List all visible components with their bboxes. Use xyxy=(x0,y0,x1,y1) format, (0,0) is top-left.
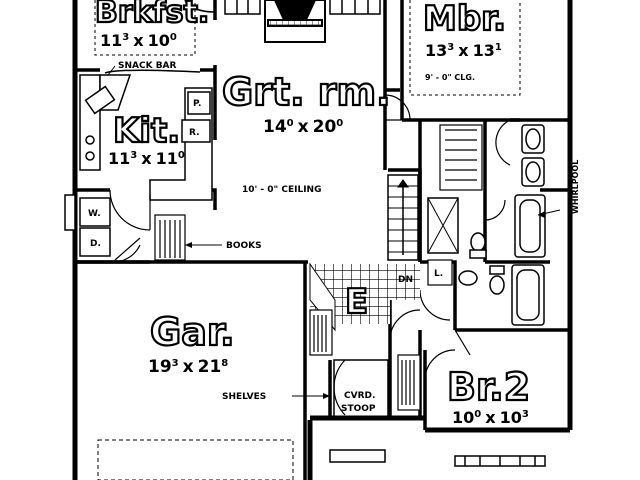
down-label: DN xyxy=(398,275,413,285)
kitchen-counters xyxy=(79,74,213,201)
brkfst-door-arc xyxy=(184,0,216,13)
ceiling-label: 10' - 0" CEILING xyxy=(242,185,321,195)
dryer-label: D. xyxy=(90,239,101,249)
stairs xyxy=(387,174,419,261)
great-room-name: Grt. rm. xyxy=(222,70,391,114)
brkfst-name: Brkfst. xyxy=(95,0,209,30)
entry-name: E xyxy=(345,282,368,322)
stoop-label-2: STOOP xyxy=(341,404,376,414)
ceiling-dashes xyxy=(94,0,521,96)
fireplace xyxy=(264,0,326,43)
hall-bath-fixtures xyxy=(458,264,545,326)
books-label: BOOKS xyxy=(226,241,262,251)
bedroom2-window xyxy=(454,455,546,467)
master-ceiling-label: 9' - 0" CLG. xyxy=(425,73,475,82)
shelves-label: SHELVES xyxy=(222,392,266,402)
laundry xyxy=(64,194,111,257)
great-room-windows xyxy=(224,0,381,15)
stoop-label-1: CVRD. xyxy=(344,391,375,401)
doors xyxy=(109,94,511,416)
kitchen-name: Kit. xyxy=(113,111,180,151)
bedroom2-name: Br.2 xyxy=(447,365,530,409)
snack-bar-edge xyxy=(104,69,201,74)
closets xyxy=(154,124,483,411)
linen-label: L. xyxy=(434,269,443,279)
pantry-label: P. xyxy=(193,99,201,109)
whirlpool-label: WHIRLPOOL xyxy=(571,160,580,214)
refrigerator-label: R. xyxy=(189,128,200,138)
master-name: Mbr. xyxy=(423,0,506,39)
snack-bar-label: SNACK BAR xyxy=(118,61,177,71)
entry-tile-landing xyxy=(390,264,420,300)
garage-door xyxy=(97,439,294,480)
stoop xyxy=(329,359,389,463)
garage-name: Gar. xyxy=(150,310,235,354)
washer-label: W. xyxy=(88,209,101,219)
master-bath-fixtures xyxy=(427,124,546,259)
